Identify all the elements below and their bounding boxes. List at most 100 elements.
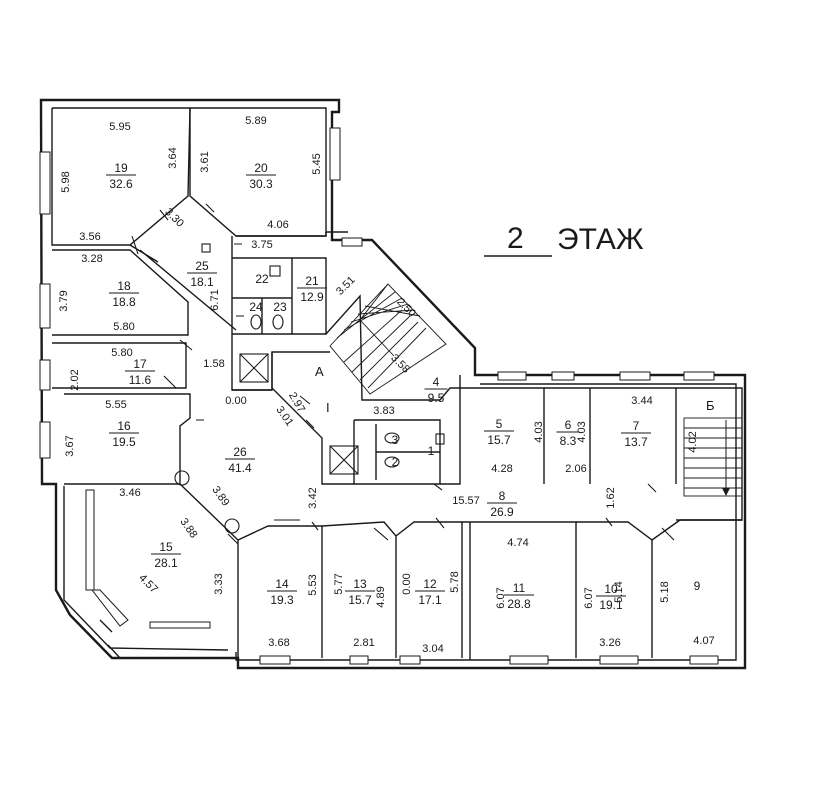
room-number-10: 10 [604,582,618,596]
dimension-label: 4.89 [375,586,387,607]
dimension-label: 3.33 [213,573,225,594]
room-area-5: 15.7 [487,433,511,447]
dimension-label: 4.57 [136,572,160,596]
dimension-label: 5.80 [113,321,134,333]
room-number-24: 24 [249,300,263,314]
room-area-25: 18.1 [190,275,214,289]
room-number-20: 20 [254,161,268,175]
room-labels: 1932.62030.32112.92223242518.11818.81711… [106,161,701,612]
room-area-11: 28.8 [507,597,531,611]
room-area-15: 28.1 [154,556,178,570]
dimension-label: 4.02 [687,431,699,452]
dimension-label: 4.06 [267,219,288,231]
dimension-label: 5.77 [333,573,345,594]
room-number-13: 13 [353,577,367,591]
room-area-7: 13.7 [624,435,648,449]
room-area-17: 11.6 [129,373,152,387]
room-area-14: 19.3 [270,593,294,607]
stair-b-label: Б [706,398,715,413]
dimension-label: 3.04 [422,643,443,655]
room-number-12: 12 [423,577,437,591]
dimension-label: 5.95 [109,121,130,133]
dimension-label: 1.58 [203,358,224,370]
dimension-label: 4.03 [576,421,588,442]
room-area-20: 30.3 [249,177,273,191]
dimension-label: 3.88 [177,516,199,540]
floor-title: 2 ЭТАЖ [484,222,644,257]
dimension-label: 5.18 [659,581,671,602]
room-number-23: 23 [273,300,287,314]
floor-word: ЭТАЖ [557,223,644,256]
room-number-25: 25 [195,259,209,273]
dimension-label: 3.61 [199,151,211,172]
room-area-21: 12.9 [300,290,324,304]
dimension-label: 4.03 [533,421,545,442]
dimension-label: 0.00 [401,573,413,594]
outer-walls [39,98,747,670]
dimension-label: 3.68 [268,637,289,649]
room-number-4: 4 [433,375,440,389]
room-area-4: 9.5 [428,391,445,405]
dimension-label: 3.83 [373,405,394,417]
room-number-22: 22 [255,272,269,286]
dimension-label: 2.50 [394,296,418,320]
stair-a-sub: I [326,400,330,415]
dimension-label: 3.51 [334,274,358,298]
dimension-label: 3.26 [599,637,620,649]
room-number-6: 6 [565,418,572,432]
room-number-21: 21 [305,274,319,288]
room-number-18: 18 [117,279,131,293]
room-area-8: 26.9 [490,505,514,519]
room-area-6: 8.3 [560,434,577,448]
room-number-8: 8 [499,489,506,503]
toilet-fixtures [174,243,445,534]
room-area-16: 19.5 [112,435,136,449]
dimension-label: 4.74 [507,537,528,549]
room-number-9: 9 [694,579,701,593]
dimension-label: 3.58 [388,352,412,376]
room-area-26: 41.4 [228,461,252,475]
dimension-label: 3.28 [81,253,102,265]
room-number-11: 11 [513,581,526,595]
dimension-label: 5.78 [449,571,461,592]
dimension-label: 5.55 [105,399,126,411]
dimension-label: 6.07 [495,587,507,608]
dimension-label: 15.57 [452,495,480,507]
stair-a [329,283,447,395]
dimension-label: 4.28 [491,463,512,475]
room-number-3: 3 [392,433,399,447]
stair-a-label: А [315,364,324,379]
room-area-19: 32.6 [109,177,133,191]
dimension-label: 5.14 [613,581,625,602]
tick-marks [131,203,675,545]
dimension-label: 2.06 [565,463,586,475]
room-number-7: 7 [633,419,640,433]
floor-number: 2 [507,222,524,255]
room-number-2: 2 [392,455,399,469]
dimension-label: 3.56 [79,231,100,243]
dimension-labels: 5.955.983.643.563.615.895.454.063.303.75… [58,115,715,655]
dimension-label: 6.71 [209,289,221,310]
dimension-label: 2.02 [69,369,81,390]
dimension-label: 5.80 [111,347,132,359]
dimension-label: 3.79 [58,290,70,311]
dimension-label: 5.89 [245,115,266,127]
dimension-label: 5.98 [60,171,72,192]
dimension-label: 3.75 [251,239,272,251]
room-number-14: 14 [275,577,289,591]
room-number-17: 17 [133,357,147,371]
room-number-5: 5 [496,417,503,431]
dimension-label: 3.89 [209,484,231,508]
windows [39,127,719,665]
room-area-10: 19.1 [599,598,623,612]
room-area-12: 17.1 [418,593,442,607]
dimension-label: 6.07 [583,587,595,608]
dimension-label: 0.00 [225,395,246,407]
room-area-18: 18.8 [112,295,136,309]
dimension-label: 3.42 [307,487,319,508]
stair-b [683,417,743,497]
dimension-label: 3.30 [162,206,186,230]
room-number-15: 15 [159,540,173,554]
room-number-1: 1 [428,444,435,458]
